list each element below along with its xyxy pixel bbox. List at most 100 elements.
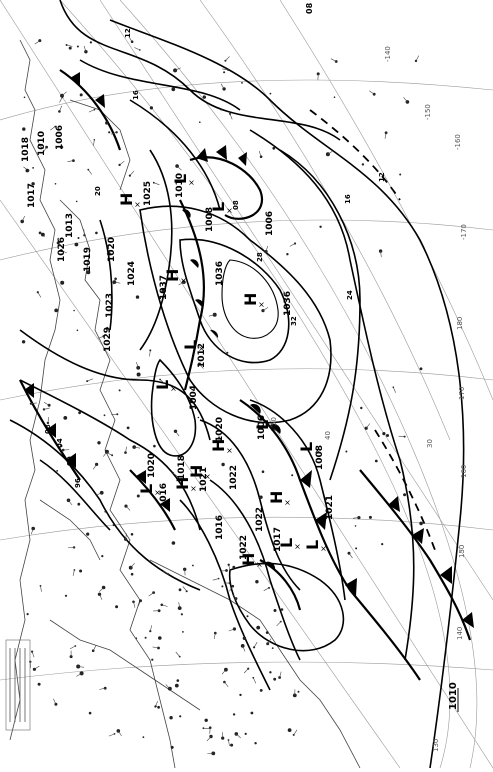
station-dot bbox=[136, 366, 140, 370]
station-dot bbox=[319, 226, 321, 228]
isobar-label: 1022 bbox=[255, 507, 265, 532]
station-dot bbox=[222, 87, 225, 90]
wind-barb bbox=[67, 45, 73, 46]
isobar-label: 1017 bbox=[27, 183, 37, 208]
station-dot bbox=[145, 637, 147, 639]
station-dot bbox=[355, 547, 357, 549]
station-dot bbox=[233, 713, 235, 715]
station-dot bbox=[198, 417, 200, 419]
center-cross-mark: × bbox=[257, 301, 266, 308]
contour-label: 28 bbox=[256, 252, 264, 262]
station-dot bbox=[226, 352, 228, 354]
wind-barb bbox=[177, 166, 181, 170]
station-dot bbox=[78, 237, 80, 239]
station-dot bbox=[221, 463, 224, 466]
station-dot bbox=[182, 631, 184, 633]
center-cross-mark: × bbox=[197, 345, 206, 352]
center-cross-mark: × bbox=[203, 473, 212, 480]
center-cross-mark: × bbox=[255, 561, 264, 568]
isobar-label: 1021 bbox=[325, 495, 335, 520]
station-dot bbox=[127, 427, 130, 430]
station-dot bbox=[22, 127, 25, 130]
station-dot bbox=[33, 668, 36, 671]
station-dot bbox=[78, 411, 81, 414]
wind-barb bbox=[230, 114, 232, 120]
station-dot bbox=[136, 637, 138, 639]
station-dot bbox=[254, 742, 256, 744]
station-dot bbox=[355, 525, 357, 527]
station-dot bbox=[403, 493, 406, 496]
station-dot bbox=[75, 243, 79, 247]
isobar-label: 1006 bbox=[55, 125, 65, 150]
wind-barb bbox=[87, 379, 93, 381]
station-dot bbox=[22, 340, 25, 343]
wind-barb bbox=[126, 506, 130, 510]
center-cross-mark: × bbox=[225, 447, 234, 454]
isobar-label: 1019 bbox=[83, 247, 93, 272]
wind-barb bbox=[134, 48, 140, 50]
isobar-label: 1025 bbox=[143, 181, 153, 206]
station-dot bbox=[288, 728, 292, 732]
station-dot bbox=[274, 609, 277, 612]
contour-label: 16 bbox=[132, 90, 140, 100]
wind-barb bbox=[176, 652, 180, 657]
station-dot bbox=[41, 233, 45, 237]
wind-barb bbox=[176, 431, 180, 436]
station-dot bbox=[256, 626, 260, 630]
station-dot bbox=[77, 330, 79, 332]
wind-barb bbox=[150, 350, 151, 356]
wind-barb bbox=[99, 588, 103, 592]
longitude-label: 180 bbox=[456, 317, 464, 330]
station-dot bbox=[158, 636, 162, 640]
station-dot bbox=[54, 309, 58, 313]
station-dot bbox=[199, 121, 201, 123]
center-cross-mark: × bbox=[225, 207, 234, 214]
wind-barb bbox=[130, 171, 134, 176]
wind-barb bbox=[93, 645, 96, 650]
station-dot bbox=[419, 522, 423, 526]
station-dot bbox=[382, 432, 385, 435]
station-dot bbox=[32, 167, 34, 169]
wind-barb bbox=[73, 570, 74, 576]
station-dot bbox=[56, 470, 58, 472]
station-dot bbox=[230, 744, 233, 747]
station-dot bbox=[179, 715, 181, 717]
station-dot bbox=[84, 50, 87, 53]
station-dot bbox=[245, 733, 247, 735]
station-dot bbox=[369, 516, 372, 519]
station-dot bbox=[381, 543, 383, 545]
wind-barb bbox=[109, 734, 115, 736]
wind-barb bbox=[264, 588, 269, 591]
contour-label: 20 bbox=[94, 186, 102, 196]
station-dot bbox=[104, 414, 106, 416]
station-dot bbox=[73, 310, 75, 312]
station-dot bbox=[251, 712, 254, 715]
isobar-label: 1022 bbox=[229, 465, 239, 490]
station-dot bbox=[273, 678, 276, 681]
center-cross-mark: × bbox=[313, 447, 322, 454]
longitude-label: -140 bbox=[384, 46, 392, 62]
wind-barb bbox=[277, 622, 281, 626]
station-dot bbox=[76, 201, 78, 203]
station-dot bbox=[345, 451, 347, 453]
isobar-label: 1026 bbox=[57, 237, 67, 262]
wind-barb bbox=[70, 646, 75, 649]
wind-barb bbox=[222, 670, 226, 675]
contour-label: 08 bbox=[44, 424, 52, 434]
station-dot bbox=[155, 705, 157, 707]
station-dot bbox=[171, 87, 175, 91]
longitude-label: 150 bbox=[458, 545, 466, 558]
station-dot bbox=[86, 533, 89, 536]
longitude-label: -160 bbox=[454, 134, 462, 150]
station-dot bbox=[24, 97, 26, 99]
isobars bbox=[10, 0, 464, 768]
isobar-label: 1036 bbox=[215, 261, 225, 286]
station-dot bbox=[65, 595, 67, 597]
contour-label: 32 bbox=[290, 316, 298, 326]
station-dot bbox=[192, 565, 194, 567]
station-dot bbox=[137, 373, 141, 377]
wind-barb bbox=[236, 734, 240, 738]
station-dot bbox=[104, 511, 106, 513]
longitude-label: 160 bbox=[460, 465, 468, 478]
longitude-label: -150 bbox=[424, 104, 432, 120]
